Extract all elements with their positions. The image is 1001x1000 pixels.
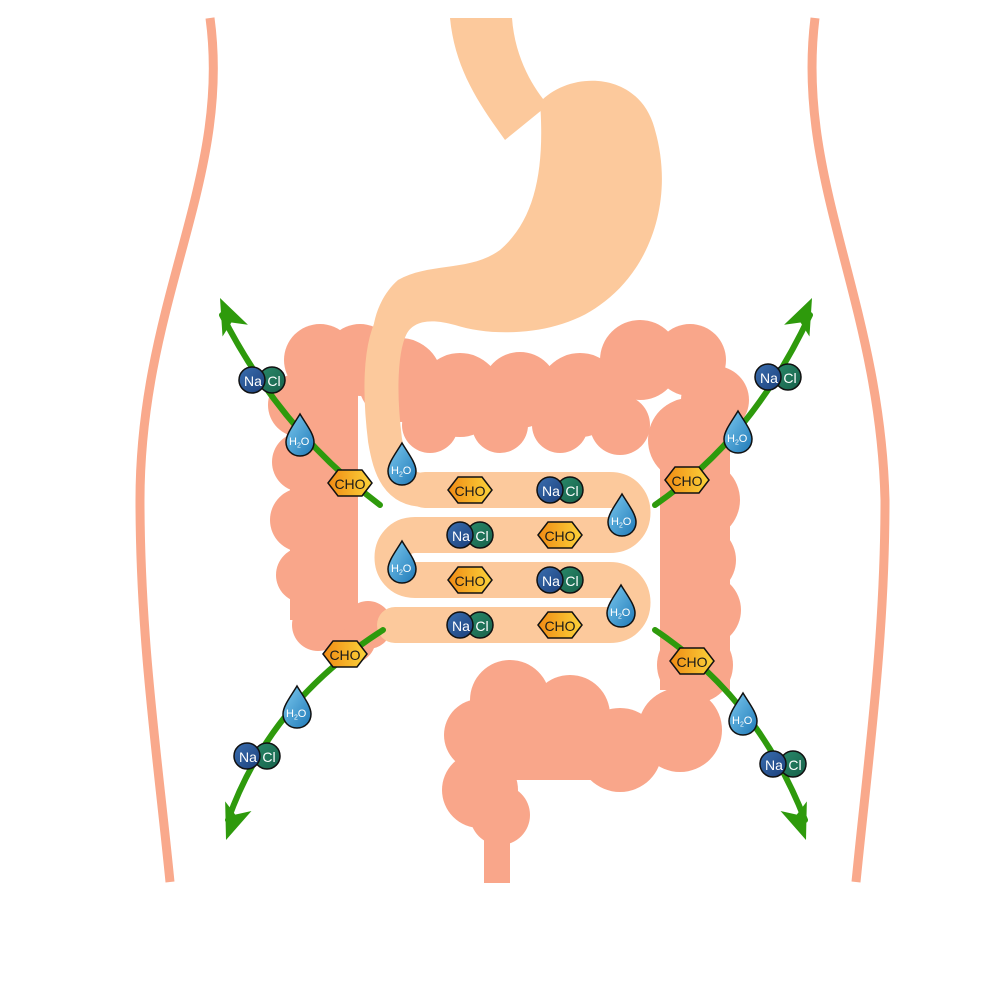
oxygen-label: O bbox=[301, 436, 310, 448]
sodium-chloride-molecule-icon: Na Cl bbox=[446, 611, 494, 639]
sodium-chloride-molecule-icon: Na Cl bbox=[536, 476, 584, 504]
chloride-label: Cl bbox=[565, 483, 578, 499]
chloride-label: Cl bbox=[262, 749, 275, 765]
oxygen-label: O bbox=[739, 433, 748, 445]
subscript-two-label: 2 bbox=[297, 443, 301, 450]
chloride-label: Cl bbox=[788, 757, 801, 773]
carbohydrate-label: CHO bbox=[671, 473, 702, 489]
carbohydrate-hexagon-icon: CHO bbox=[669, 647, 715, 675]
carbohydrate-label: CHO bbox=[329, 647, 360, 663]
oxygen-label: O bbox=[623, 516, 632, 528]
sodium-chloride-molecule-icon: Na Cl bbox=[238, 366, 286, 394]
sodium-label: Na bbox=[542, 573, 560, 589]
carbohydrate-hexagon-icon: CHO bbox=[537, 521, 583, 549]
carbohydrate-label: CHO bbox=[454, 573, 485, 589]
carbohydrate-hexagon-icon: CHO bbox=[447, 476, 493, 504]
sodium-chloride-molecule-icon: Na Cl bbox=[754, 363, 802, 391]
carbohydrate-hexagon-icon: CHO bbox=[537, 611, 583, 639]
chloride-label: Cl bbox=[783, 370, 796, 386]
oxygen-label: O bbox=[298, 708, 307, 720]
carbohydrate-label: CHO bbox=[676, 654, 707, 670]
sodium-label: Na bbox=[244, 373, 262, 389]
carbohydrate-hexagon-icon: CHO bbox=[664, 466, 710, 494]
carbohydrate-label: CHO bbox=[454, 483, 485, 499]
chloride-label: Cl bbox=[565, 573, 578, 589]
sodium-label: Na bbox=[765, 757, 783, 773]
jejunum-ileum bbox=[374, 472, 651, 643]
oxygen-label: O bbox=[622, 607, 631, 619]
chloride-label: Cl bbox=[475, 528, 488, 544]
stomach bbox=[372, 18, 662, 362]
body-right-contour bbox=[807, 17, 890, 883]
hydrogen-label: H bbox=[391, 563, 399, 575]
hydrogen-label: H bbox=[286, 708, 294, 720]
rectum bbox=[484, 825, 510, 883]
sodium-label: Na bbox=[760, 370, 778, 386]
carbohydrate-label: CHO bbox=[334, 476, 365, 492]
esophagus bbox=[450, 18, 548, 140]
sodium-chloride-molecule-icon: Na Cl bbox=[233, 742, 281, 770]
chloride-label: Cl bbox=[475, 618, 488, 634]
sodium-label: Na bbox=[239, 749, 257, 765]
hydrogen-label: H bbox=[289, 436, 297, 448]
transverse-colon bbox=[358, 320, 749, 455]
hydrogen-label: H bbox=[611, 516, 619, 528]
descending-colon bbox=[638, 398, 741, 772]
body-outline bbox=[135, 17, 890, 883]
chloride-label: Cl bbox=[267, 373, 280, 389]
subscript-two-label: 2 bbox=[619, 523, 623, 530]
hydrogen-label: H bbox=[732, 715, 740, 727]
hydrogen-label: H bbox=[727, 433, 735, 445]
subscript-two-label: 2 bbox=[735, 440, 739, 447]
sodium-chloride-molecule-icon: Na Cl bbox=[759, 750, 807, 778]
subscript-two-label: 2 bbox=[618, 614, 622, 621]
sodium-chloride-molecule-icon: Na Cl bbox=[446, 521, 494, 549]
hydrogen-label: H bbox=[391, 465, 399, 477]
sodium-chloride-molecule-icon: Na Cl bbox=[536, 566, 584, 594]
subscript-two-label: 2 bbox=[740, 722, 744, 729]
carbohydrate-label: CHO bbox=[544, 618, 575, 634]
sodium-label: Na bbox=[452, 618, 470, 634]
carbohydrate-hexagon-icon: CHO bbox=[322, 640, 368, 668]
oxygen-label: O bbox=[403, 563, 412, 575]
subscript-two-label: 2 bbox=[399, 570, 403, 577]
body-left-contour bbox=[135, 17, 218, 883]
carbohydrate-hexagon-icon: CHO bbox=[447, 566, 493, 594]
oxygen-label: O bbox=[744, 715, 753, 727]
subscript-two-label: 2 bbox=[399, 472, 403, 479]
subscript-two-label: 2 bbox=[294, 715, 298, 722]
sodium-label: Na bbox=[542, 483, 560, 499]
sigmoid-colon bbox=[442, 660, 662, 845]
hydrogen-label: H bbox=[610, 607, 618, 619]
stomach-body bbox=[372, 80, 662, 362]
sodium-label: Na bbox=[452, 528, 470, 544]
carbohydrate-label: CHO bbox=[544, 528, 575, 544]
carbohydrate-hexagon-icon: CHO bbox=[327, 469, 373, 497]
oxygen-label: O bbox=[403, 465, 412, 477]
large-intestine bbox=[268, 320, 749, 883]
